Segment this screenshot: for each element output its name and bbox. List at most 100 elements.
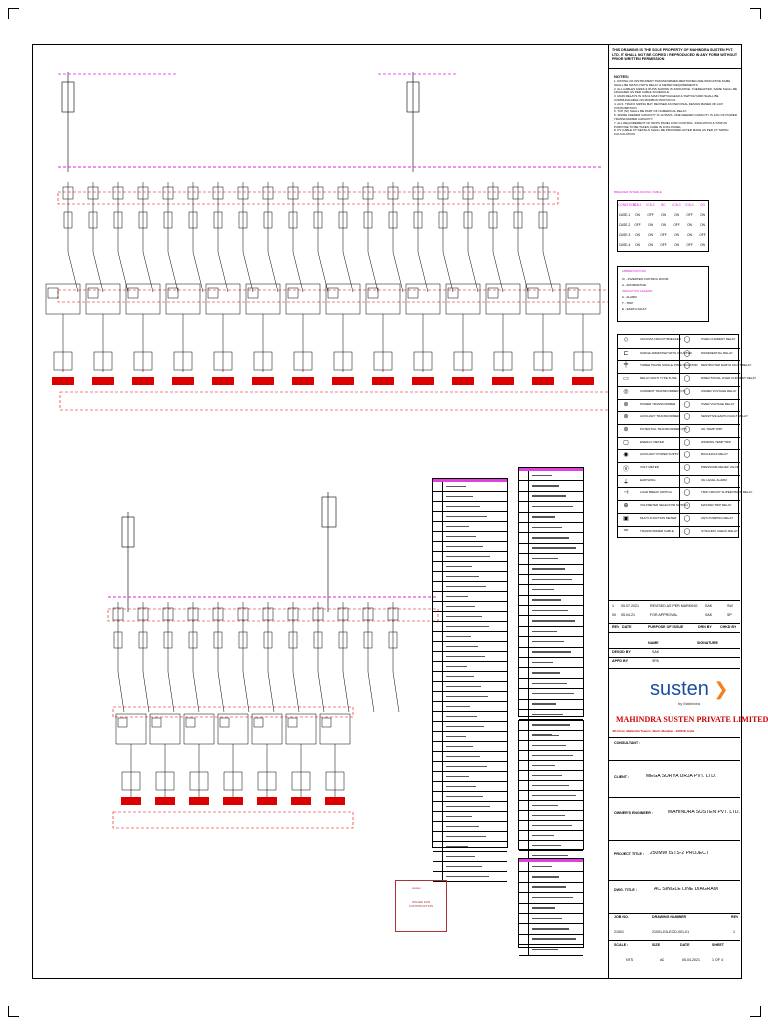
interlock-cell: ON xyxy=(700,223,705,227)
ic-panel xyxy=(205,283,241,315)
name-header: NAME xyxy=(648,641,659,645)
relay-list-text-line xyxy=(532,876,559,878)
note-item: 1. RATING OF INSTRUMENT TRANSFORMER MENT… xyxy=(614,79,731,87)
relay-list-text-line xyxy=(532,886,566,888)
relay-circle-icon: ◯ xyxy=(683,401,691,408)
feeder-cable xyxy=(342,251,354,293)
size-value: A0 xyxy=(660,958,665,962)
interlock-cell: ON xyxy=(674,243,679,247)
interlock-cell: OFF xyxy=(660,233,667,237)
relay-list-index-cell xyxy=(433,612,443,621)
date-label: DATE xyxy=(680,943,690,947)
relay-list-text-line xyxy=(446,825,479,827)
relay-list-row xyxy=(433,662,507,672)
ic-panel-transformer xyxy=(567,287,579,299)
red-inverter-block xyxy=(257,797,277,805)
feeder-cable xyxy=(117,251,129,293)
red-inverter-block xyxy=(412,377,434,385)
relay-list-text-line xyxy=(532,474,552,477)
relay-list-text-line xyxy=(446,495,473,497)
relay-list-index-cell xyxy=(433,652,443,661)
legend-label: SENSITIVE EARTH FAULT RELAY xyxy=(701,414,748,419)
relay-list-row xyxy=(433,832,507,842)
voltmeter-icon: Ⓥ xyxy=(622,467,629,473)
relay-list-text-line xyxy=(446,575,479,577)
interlock-header-cell: ICB-3 xyxy=(672,203,681,207)
relay-list-row xyxy=(519,554,583,565)
relay-list-text-line xyxy=(532,692,574,695)
legend-row: ◯TRIP CIRCUIT SUPERVISION RELAY xyxy=(679,487,752,499)
legend-label: BUCHHOLZ RELAY xyxy=(701,452,728,457)
relay-list-index-cell xyxy=(519,821,529,830)
relay-list-index-cell xyxy=(433,482,443,491)
relay-list-index-cell xyxy=(519,841,529,850)
relay-list-row xyxy=(433,732,507,742)
feeder-cable xyxy=(492,251,504,293)
relay-list-text-line xyxy=(446,875,489,877)
desgd-by-label: DESGD BY xyxy=(612,650,631,654)
feeder-breaker xyxy=(312,186,324,200)
feeder-breaker xyxy=(262,607,274,621)
relay-circle-icon: ◯ xyxy=(683,439,691,446)
relay-list-table-3 xyxy=(518,720,584,861)
relay-list-row xyxy=(433,542,507,552)
relay-circle-icon: ◯ xyxy=(683,414,691,421)
relay-list-index-cell xyxy=(519,502,529,512)
interlock-cell: CASE-1 xyxy=(618,213,631,217)
note-item: 5. TCP (NI) SHALL BE PART OF NUMERICAL R… xyxy=(614,109,687,114)
legend-row: ◯OIL LEVEL ALARM xyxy=(679,474,740,487)
feeder-cable xyxy=(392,671,400,713)
feeder-relay xyxy=(263,631,273,649)
ic-panel xyxy=(285,713,317,745)
relay-list-row xyxy=(519,533,583,544)
legend-row: ◯WINDING TEMP TRIP xyxy=(679,436,740,449)
relay-list-text-line xyxy=(532,824,572,826)
interlock-header-cell: ICB-1 xyxy=(633,203,642,207)
logo-sub: by Mahindra xyxy=(678,701,701,706)
interlock-cell: CASE-4 xyxy=(618,243,631,247)
relay-list-row xyxy=(519,913,583,925)
relay-list-row xyxy=(519,882,583,894)
feeder-relay xyxy=(438,211,448,229)
relay-list-text-line xyxy=(532,754,573,756)
feeder-cable xyxy=(417,251,429,293)
relay-list-row xyxy=(433,632,507,642)
relay-list-index-cell xyxy=(433,712,443,721)
relay-list-index-cell xyxy=(433,752,443,761)
relay-list-row xyxy=(519,699,583,710)
relay-list-index-cell xyxy=(519,771,529,780)
ic-panel-transformer xyxy=(407,287,419,299)
feeder-cable xyxy=(467,251,479,293)
relay-list-row xyxy=(433,782,507,792)
feeder-breaker xyxy=(387,607,399,621)
inverter-block xyxy=(291,771,311,791)
red-inverter-block xyxy=(252,377,274,385)
ic-panel-transformer xyxy=(87,287,99,299)
relay-list-table-1 xyxy=(432,478,508,882)
relay-list-index-cell xyxy=(519,731,529,740)
relay-list-text-line xyxy=(446,775,469,777)
relay-list-row xyxy=(433,842,507,852)
single-line-diagram xyxy=(45,72,608,829)
revision-header: CHKD BY xyxy=(720,625,737,629)
ic-panel-transformer xyxy=(447,287,459,299)
ic-panel xyxy=(285,283,321,315)
lower-red-blocks xyxy=(121,797,345,805)
feeder-cable xyxy=(67,251,79,293)
relay-list-row xyxy=(519,709,583,721)
feeder-breaker xyxy=(462,186,474,200)
legend-row: ◯RESTRICTED EARTH FAULT RELAY xyxy=(679,360,751,372)
relay-list-text-line xyxy=(446,515,487,517)
revision-cell: 05.04.21 xyxy=(621,613,635,617)
legend-row: ◯OIL TEMP TRIP xyxy=(679,423,740,436)
revision-cell: SAK xyxy=(705,613,713,617)
earthing-icon: ⏚ xyxy=(622,479,629,486)
project-name: 250MW ISTS-2 PROJECT xyxy=(650,851,709,856)
breaker-icon: ◇ xyxy=(623,337,629,343)
interlock-cell: ON xyxy=(700,243,705,247)
relay-list-index-cell xyxy=(519,606,529,616)
revision-header: PURPOSE OF ISSUE xyxy=(648,625,684,629)
interlock-cell: OFF xyxy=(634,223,641,227)
legend-row: ⏚EARTHING xyxy=(618,474,679,487)
legend-label: POWER TRANSFORMER xyxy=(640,401,676,406)
